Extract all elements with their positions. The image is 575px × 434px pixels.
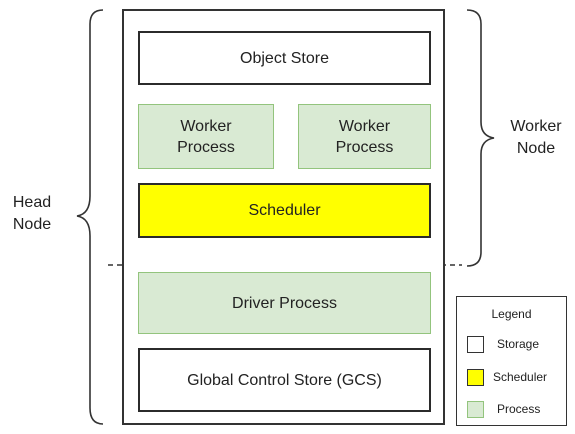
object-store-box: Object Store xyxy=(138,31,431,85)
legend-label-scheduler: Scheduler xyxy=(493,370,548,384)
legend-title: Legend xyxy=(491,307,532,321)
driver-process-label: Driver Process xyxy=(232,294,337,312)
legend-label-storage: Storage xyxy=(497,337,540,351)
legend-label-process: Process xyxy=(497,402,541,416)
legend: Legend Storage Scheduler Process xyxy=(456,296,567,426)
driver-process-box: Driver Process xyxy=(138,272,431,334)
worker-process-box-1: Worker Process xyxy=(138,104,274,169)
worker-node-brace xyxy=(466,9,495,267)
worker-process-box-2: Worker Process xyxy=(298,104,431,169)
gcs-label: Global Control Store (GCS) xyxy=(187,371,382,389)
object-store-label: Object Store xyxy=(240,49,329,67)
worker-process-label-2: Worker Process xyxy=(335,117,394,156)
scheduler-label: Scheduler xyxy=(248,202,321,219)
scheduler-box: Scheduler xyxy=(138,183,431,238)
head-node-brace xyxy=(76,9,104,425)
worker-process-label-1: Worker Process xyxy=(177,117,235,156)
legend-swatch-storage xyxy=(467,336,484,353)
legend-swatch-scheduler xyxy=(467,369,484,386)
head-node-label: Head Node xyxy=(12,194,52,233)
worker-node-label: Worker Node xyxy=(510,118,562,157)
gcs-box: Global Control Store (GCS) xyxy=(138,348,431,412)
legend-swatch-process xyxy=(467,401,484,418)
